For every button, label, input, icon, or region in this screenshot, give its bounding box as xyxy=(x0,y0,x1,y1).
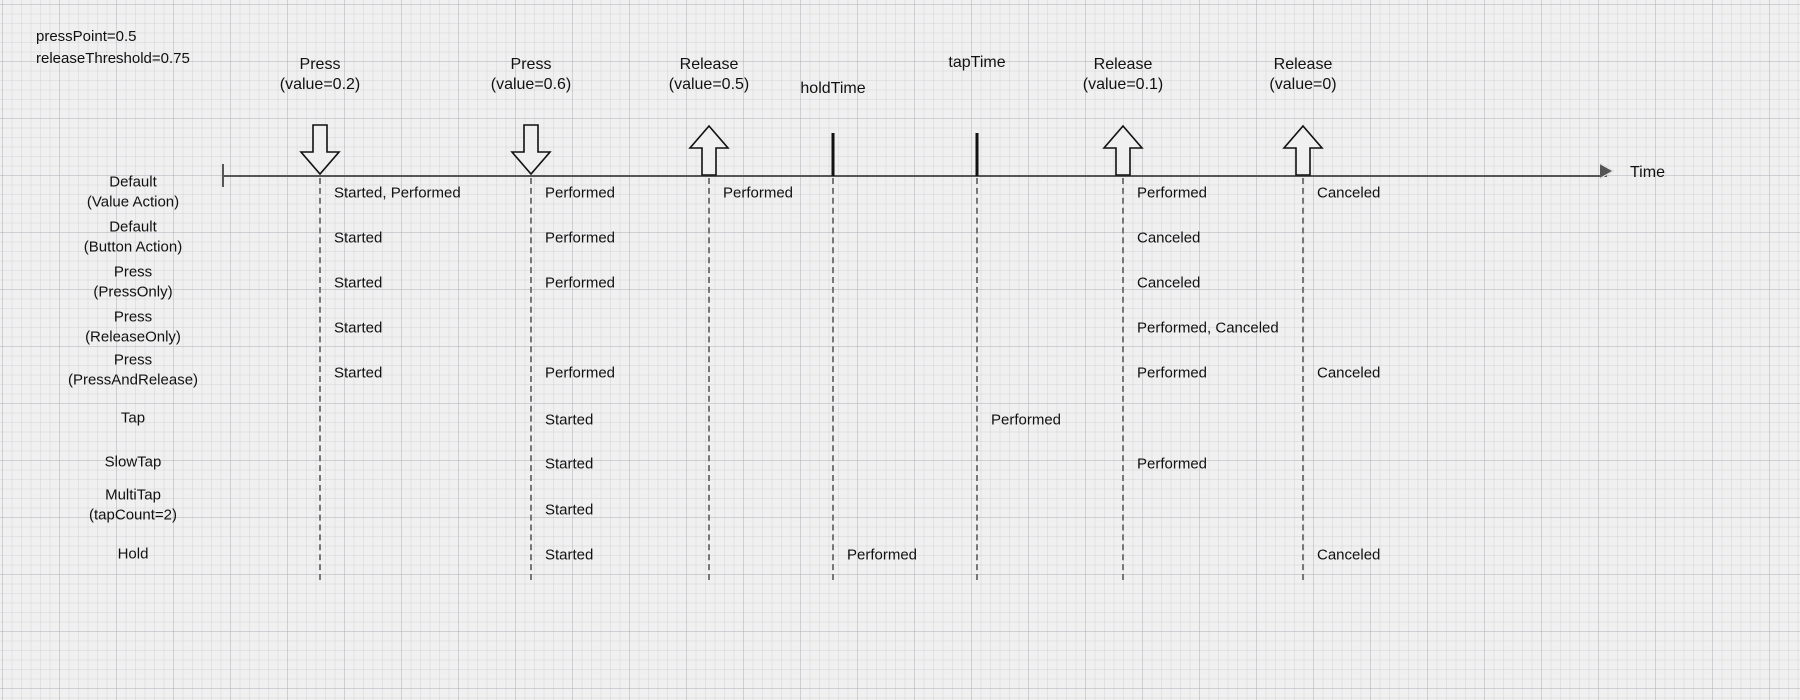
cell-tap-press-0-6: Started xyxy=(545,411,594,429)
tick-marker-tap-time xyxy=(975,133,979,176)
cell-press-pressonly-press-0-2: Started xyxy=(334,274,383,292)
parameters-note: pressPoint=0.5 releaseThreshold=0.75 xyxy=(36,28,190,67)
row-label-press-pressandrelease: Press (PressAndRelease) xyxy=(67,351,199,389)
cell-default-button-action-press-0-2: Started xyxy=(334,229,383,247)
cell-press-pressonly-press-0-6: Performed xyxy=(545,274,616,292)
cell-default-value-action-press-0-6: Performed xyxy=(545,184,616,202)
guide-line-hold-time xyxy=(832,178,834,580)
row-label-press-pressonly: Press (PressOnly) xyxy=(93,263,173,301)
timeline-axis-label: Time xyxy=(1630,164,1665,181)
cell-multitap-press-0-6: Started xyxy=(545,501,594,519)
event-label-release-0-1: Release (value=0.1) xyxy=(1082,56,1164,94)
row-label-default-button-action: Default (Button Action) xyxy=(83,218,183,256)
row-label-default-value-action: Default (Value Action) xyxy=(86,173,180,211)
release-arrow-up-icon-release-0 xyxy=(1281,124,1325,176)
cell-press-pressonly-release-0-1: Canceled xyxy=(1137,274,1201,292)
cell-tap-tap-time: Performed xyxy=(991,411,1062,429)
release-arrow-up-icon-release-0-5 xyxy=(687,124,731,176)
row-label-tap: Tap xyxy=(120,409,146,427)
event-label-press-0-2: Press (value=0.2) xyxy=(279,56,361,94)
cell-default-button-action-press-0-6: Performed xyxy=(545,229,616,247)
guide-line-press-0-2 xyxy=(319,178,321,580)
cell-default-value-action-release-0-5: Performed xyxy=(723,184,794,202)
cell-press-releaseonly-press-0-2: Started xyxy=(334,319,383,337)
guide-line-press-0-6 xyxy=(530,178,532,580)
cell-press-releaseonly-release-0-1: Performed, Canceled xyxy=(1137,319,1279,337)
event-label-press-0-6: Press (value=0.6) xyxy=(490,56,572,94)
guide-line-release-0-1 xyxy=(1122,178,1124,580)
press-arrow-down-icon-press-0-2 xyxy=(298,124,342,176)
cell-default-value-action-release-0-1: Performed xyxy=(1137,184,1208,202)
guide-line-release-0 xyxy=(1302,178,1304,580)
cell-default-button-action-release-0-1: Canceled xyxy=(1137,229,1201,247)
cell-hold-press-0-6: Started xyxy=(545,546,594,564)
row-label-slowtap: SlowTap xyxy=(104,453,162,471)
cell-press-pressandrelease-press-0-2: Started xyxy=(334,364,383,382)
tick-marker-hold-time xyxy=(831,133,835,176)
timeline-arrow-icon xyxy=(1600,163,1614,179)
cell-default-value-action-release-0: Canceled xyxy=(1317,184,1381,202)
cell-press-pressandrelease-press-0-6: Performed xyxy=(545,364,616,382)
press-arrow-down-icon-press-0-6 xyxy=(509,124,553,176)
cell-slowtap-release-0-1: Performed xyxy=(1137,455,1208,473)
timeline-axis xyxy=(222,175,1607,177)
cell-press-pressandrelease-release-0-1: Performed xyxy=(1137,364,1208,382)
event-label-release-0-5: Release (value=0.5) xyxy=(668,56,750,94)
event-label-tap-time: tapTime xyxy=(948,54,1006,71)
guide-line-tap-time xyxy=(976,178,978,580)
row-label-hold: Hold xyxy=(117,545,149,563)
guide-line-release-0-5 xyxy=(708,178,710,580)
cell-hold-release-0: Canceled xyxy=(1317,546,1381,564)
cell-default-value-action-press-0-2: Started, Performed xyxy=(334,184,461,202)
release-arrow-up-icon-release-0-1 xyxy=(1101,124,1145,176)
cell-press-pressandrelease-release-0: Canceled xyxy=(1317,364,1381,382)
row-label-multitap: MultiTap (tapCount=2) xyxy=(89,486,177,524)
cell-hold-hold-time: Performed xyxy=(847,546,918,564)
row-label-press-releaseonly: Press (ReleaseOnly) xyxy=(85,308,181,346)
cell-slowtap-press-0-6: Started xyxy=(545,455,594,473)
event-label-hold-time: holdTime xyxy=(800,80,866,97)
event-label-release-0: Release (value=0) xyxy=(1269,56,1337,94)
